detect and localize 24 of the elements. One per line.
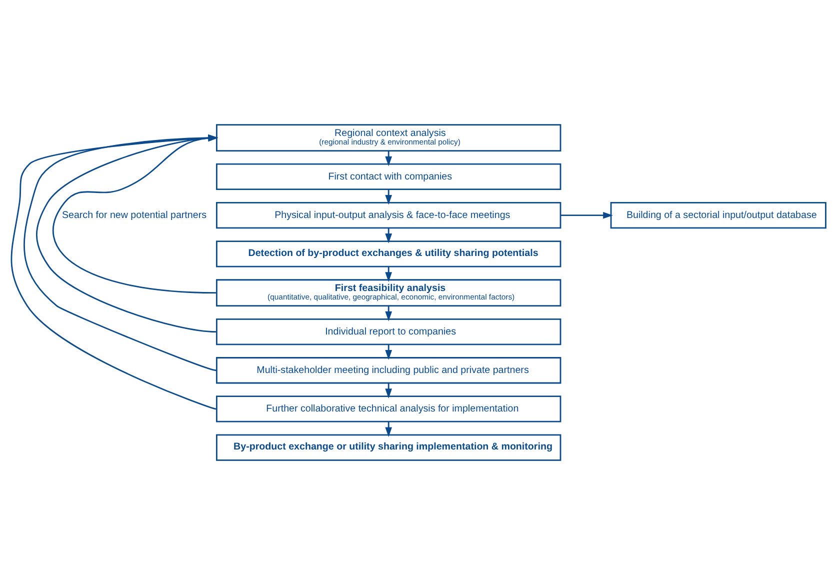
node-box: Further collaborative technical analysis for implementation <box>216 396 562 422</box>
arrow <box>385 383 392 398</box>
arrow <box>10 134 218 410</box>
node-box: First contact with companies <box>216 163 562 190</box>
arrow <box>385 266 392 282</box>
node-box: Physical input-output analysis & face-to-face meetings <box>216 202 562 229</box>
arrow <box>36 134 218 332</box>
arrow <box>24 134 218 372</box>
node-box: Multi-stakeholder meeting including public and private partners <box>216 357 562 384</box>
arrow <box>385 306 392 322</box>
arrow <box>52 134 218 294</box>
arrow <box>385 189 392 205</box>
arrow <box>560 212 613 219</box>
arrow <box>385 150 392 166</box>
arrow <box>385 422 392 438</box>
node-box: By-product exchange or utility sharing implementation & monitoring <box>216 434 562 461</box>
node-box: Building of a sectorial input/output database <box>610 202 826 229</box>
node-box: Detection of by-product exchanges & utility sharing potentials <box>216 240 562 268</box>
edge-label: Search for new potential partners <box>62 210 207 221</box>
arrow <box>385 228 392 244</box>
node-box: Individual report to companies <box>216 318 562 346</box>
arrow <box>385 344 392 360</box>
node-box: First feasibility analysis (quantitative, qualitative, geographical, economic, environmental factors) <box>216 279 562 307</box>
node-box: Regional context analysis (regional industry & environmental policy) <box>216 124 562 152</box>
